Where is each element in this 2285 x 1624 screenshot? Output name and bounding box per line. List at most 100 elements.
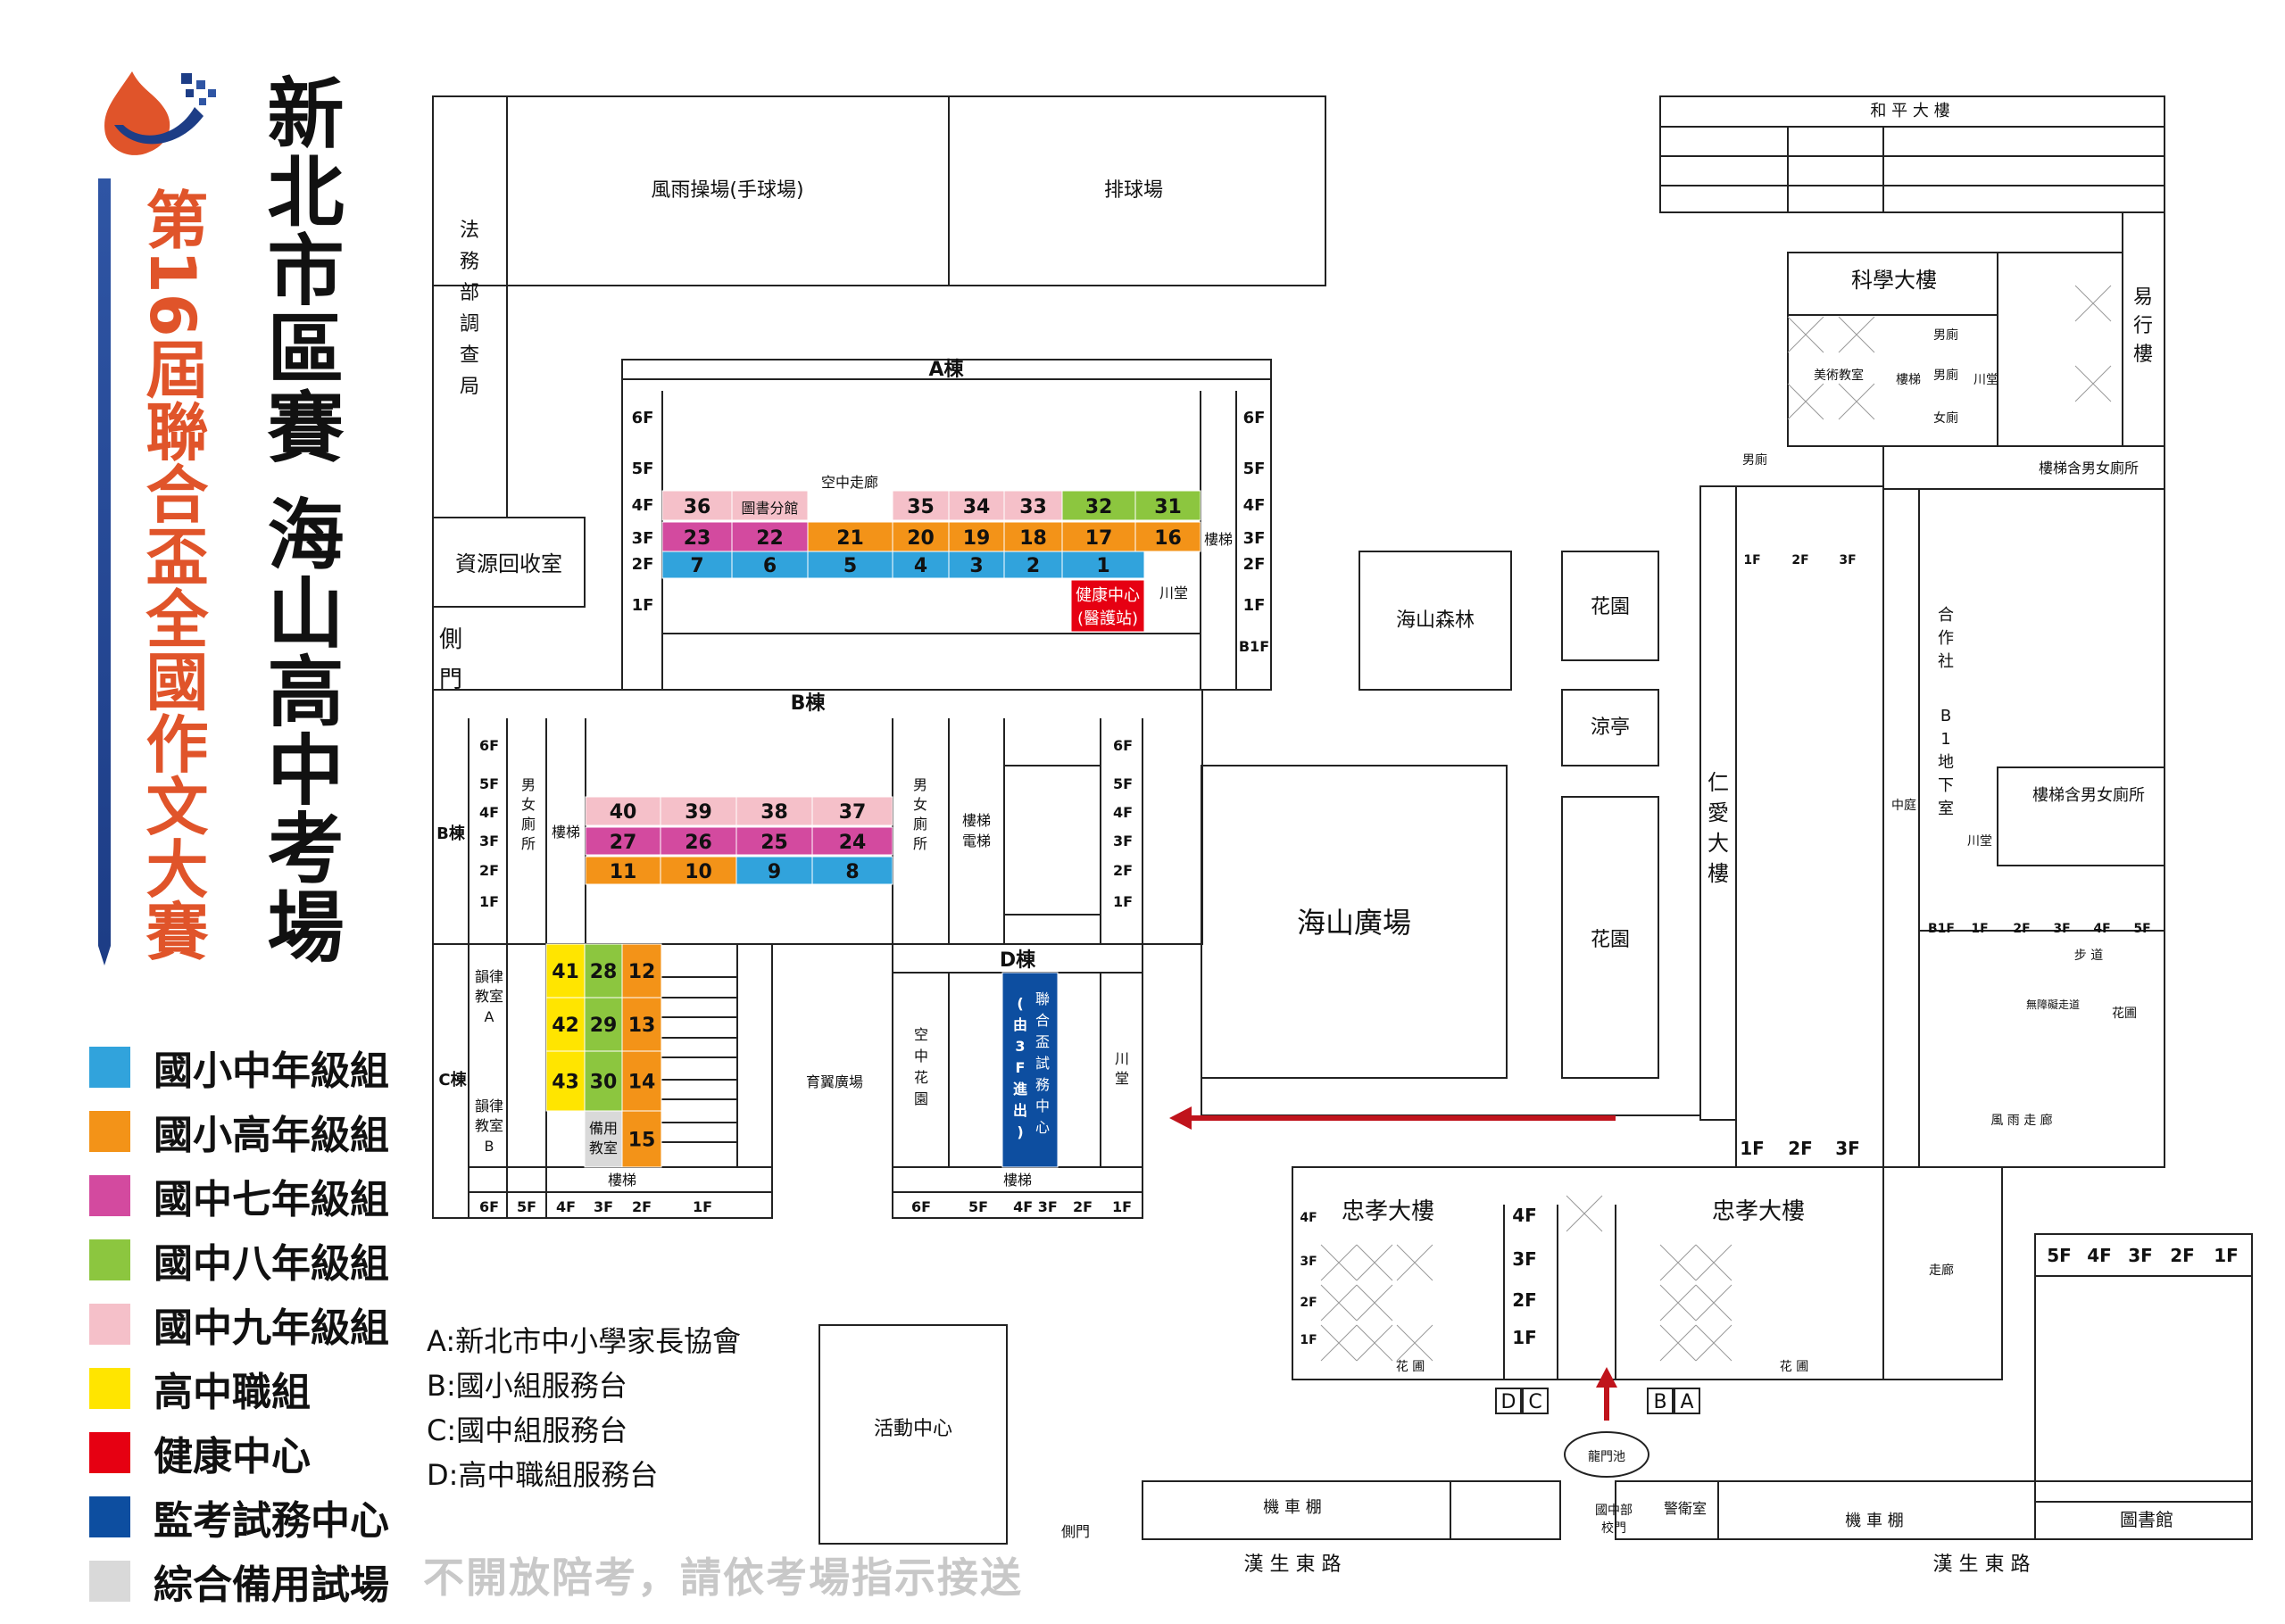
floor-label: 4F (556, 1198, 576, 1215)
exam-center (1001, 972, 1059, 1168)
area-label: 花園 (1591, 929, 1630, 951)
room-number: 31 (1154, 496, 1182, 518)
exam-center-label: 盃 (1035, 1033, 1050, 1050)
exam-room (621, 1050, 662, 1112)
exam-room (1003, 521, 1063, 552)
legend-item: 國中九年級組 (89, 1292, 389, 1356)
courtyard-label: 中庭 (1891, 798, 1916, 813)
legend-item: 綜合備用試場 (89, 1549, 389, 1613)
floor-label: 1F (1300, 1333, 1317, 1347)
building-a-label: A棟 (928, 358, 964, 381)
legend-label: 國中八年級組 (154, 1241, 389, 1287)
exam-center-label: 進 (1013, 1081, 1027, 1098)
restroom-label: 女 (521, 796, 536, 813)
room-number: 42 (552, 1015, 579, 1037)
room-number: 18 (1019, 527, 1047, 550)
desk-marker-label: A (1680, 1391, 1693, 1413)
room-number: 37 (839, 801, 867, 824)
restroom-label: 男廁 (1742, 452, 1767, 468)
floor-label: 2F (1512, 1289, 1537, 1311)
floor-label: 6F (479, 737, 499, 754)
library-label: 圖書館 (2120, 1509, 2173, 1530)
area-label: 務 (460, 251, 479, 273)
legend-swatch (89, 1175, 130, 1216)
rhythm-room-label: A (485, 1008, 494, 1025)
legend-item: 國小中年級組 (89, 1035, 389, 1099)
room-number: 圖書分館 (741, 500, 798, 517)
hall-label: 川堂 (1973, 373, 1998, 387)
floor-label: 4F 3F (1013, 1198, 1058, 1215)
rhythm-room-label: 教室 (475, 988, 503, 1005)
exam-room (660, 826, 737, 856)
exam-room (1061, 521, 1136, 552)
room-number: 24 (839, 832, 867, 854)
floor-label: 1F (1743, 553, 1760, 568)
hall-label: 川 (1115, 1050, 1129, 1067)
floor-label: 6F (1243, 409, 1266, 427)
floor-label: 1F (1971, 922, 1988, 936)
gate-label: 校門 (1601, 1520, 1626, 1536)
exam-room (621, 943, 662, 998)
room-number: 25 (760, 832, 788, 854)
closed-cell-mark (1320, 1284, 1358, 1322)
legend-item: 國小高年級組 (89, 1099, 389, 1164)
floor-label: 2F (2013, 922, 2030, 936)
building-label: 忠孝大樓 (1342, 1198, 1434, 1225)
legend-swatch (89, 1561, 130, 1602)
exam-room (660, 856, 737, 885)
spare-room-label: 教室 (589, 1139, 618, 1156)
legend-label: 高中職組 (154, 1370, 311, 1415)
service-desk-b: B:國小組服務台 (427, 1369, 627, 1403)
floor-label: 5F (1243, 460, 1266, 478)
exam-room (661, 551, 733, 579)
building-label: 和 平 大 樓 (1870, 102, 1949, 120)
side-gate-label: 側 (439, 626, 462, 653)
floor-label: 5F (968, 1198, 988, 1215)
area-label: 海山森林 (1396, 609, 1475, 632)
building-label: 行 (2133, 315, 2153, 337)
floor-label: 2F (2170, 1245, 2195, 1266)
rhythm-room-label: 教室 (475, 1117, 503, 1134)
floor-label: 3F (2053, 922, 2070, 936)
exam-room (1134, 490, 1201, 521)
health-center-label: 健康中心 (1076, 586, 1140, 605)
building-label: 科學大樓 (1851, 268, 1937, 293)
guard-label: 警衛室 (1664, 1500, 1707, 1517)
restroom-label: 男廁 (1933, 327, 1958, 343)
exam-room (892, 490, 950, 521)
closed-cell-mark (1396, 1324, 1433, 1362)
elevator-label: 電梯 (962, 833, 991, 849)
room-number: 14 (628, 1072, 656, 1094)
floor-label: 3F (2128, 1245, 2153, 1266)
room-number: 12 (628, 961, 656, 983)
hall-label: 堂 (1115, 1070, 1129, 1087)
parking-label: 機 車 棚 (1845, 1512, 1903, 1530)
area-label: 排球場 (1104, 179, 1163, 202)
pond-label: 龍門池 (1588, 1449, 1625, 1464)
stairs-label: 樓梯 (552, 824, 580, 841)
closed-cell-mark (1659, 1324, 1697, 1362)
room-number: 40 (610, 801, 637, 824)
room-number: 2 (1026, 555, 1040, 577)
floor-label: 2F (1073, 1198, 1093, 1215)
room-number: 38 (760, 801, 788, 824)
desk-marker-label: B (1653, 1391, 1666, 1413)
room-number: 27 (610, 832, 637, 854)
area-label: 活動中心 (874, 1418, 952, 1440)
exam-center-label: 務 (1035, 1076, 1050, 1093)
closed-cell-mark (1320, 1324, 1358, 1362)
sky-garden-label: 花 (914, 1069, 928, 1086)
road-label: 漢 生 東 路 (1244, 1554, 1342, 1576)
floor-label: 3F (1512, 1248, 1537, 1270)
room-number: 10 (685, 861, 712, 883)
closed-cell-mark (1787, 383, 1824, 420)
exam-room (1061, 490, 1136, 521)
closed-cell-mark (1659, 1244, 1697, 1281)
rhythm-room-label: 韻律 (475, 1098, 503, 1114)
closed-cell-mark (1659, 1284, 1697, 1322)
room-number: 19 (963, 527, 991, 550)
restroom-label: 女廁 (1933, 410, 1958, 426)
legend-item: 國中八年級組 (89, 1228, 389, 1292)
desk-marker-label: C (1528, 1391, 1541, 1413)
exam-room (948, 551, 1005, 579)
